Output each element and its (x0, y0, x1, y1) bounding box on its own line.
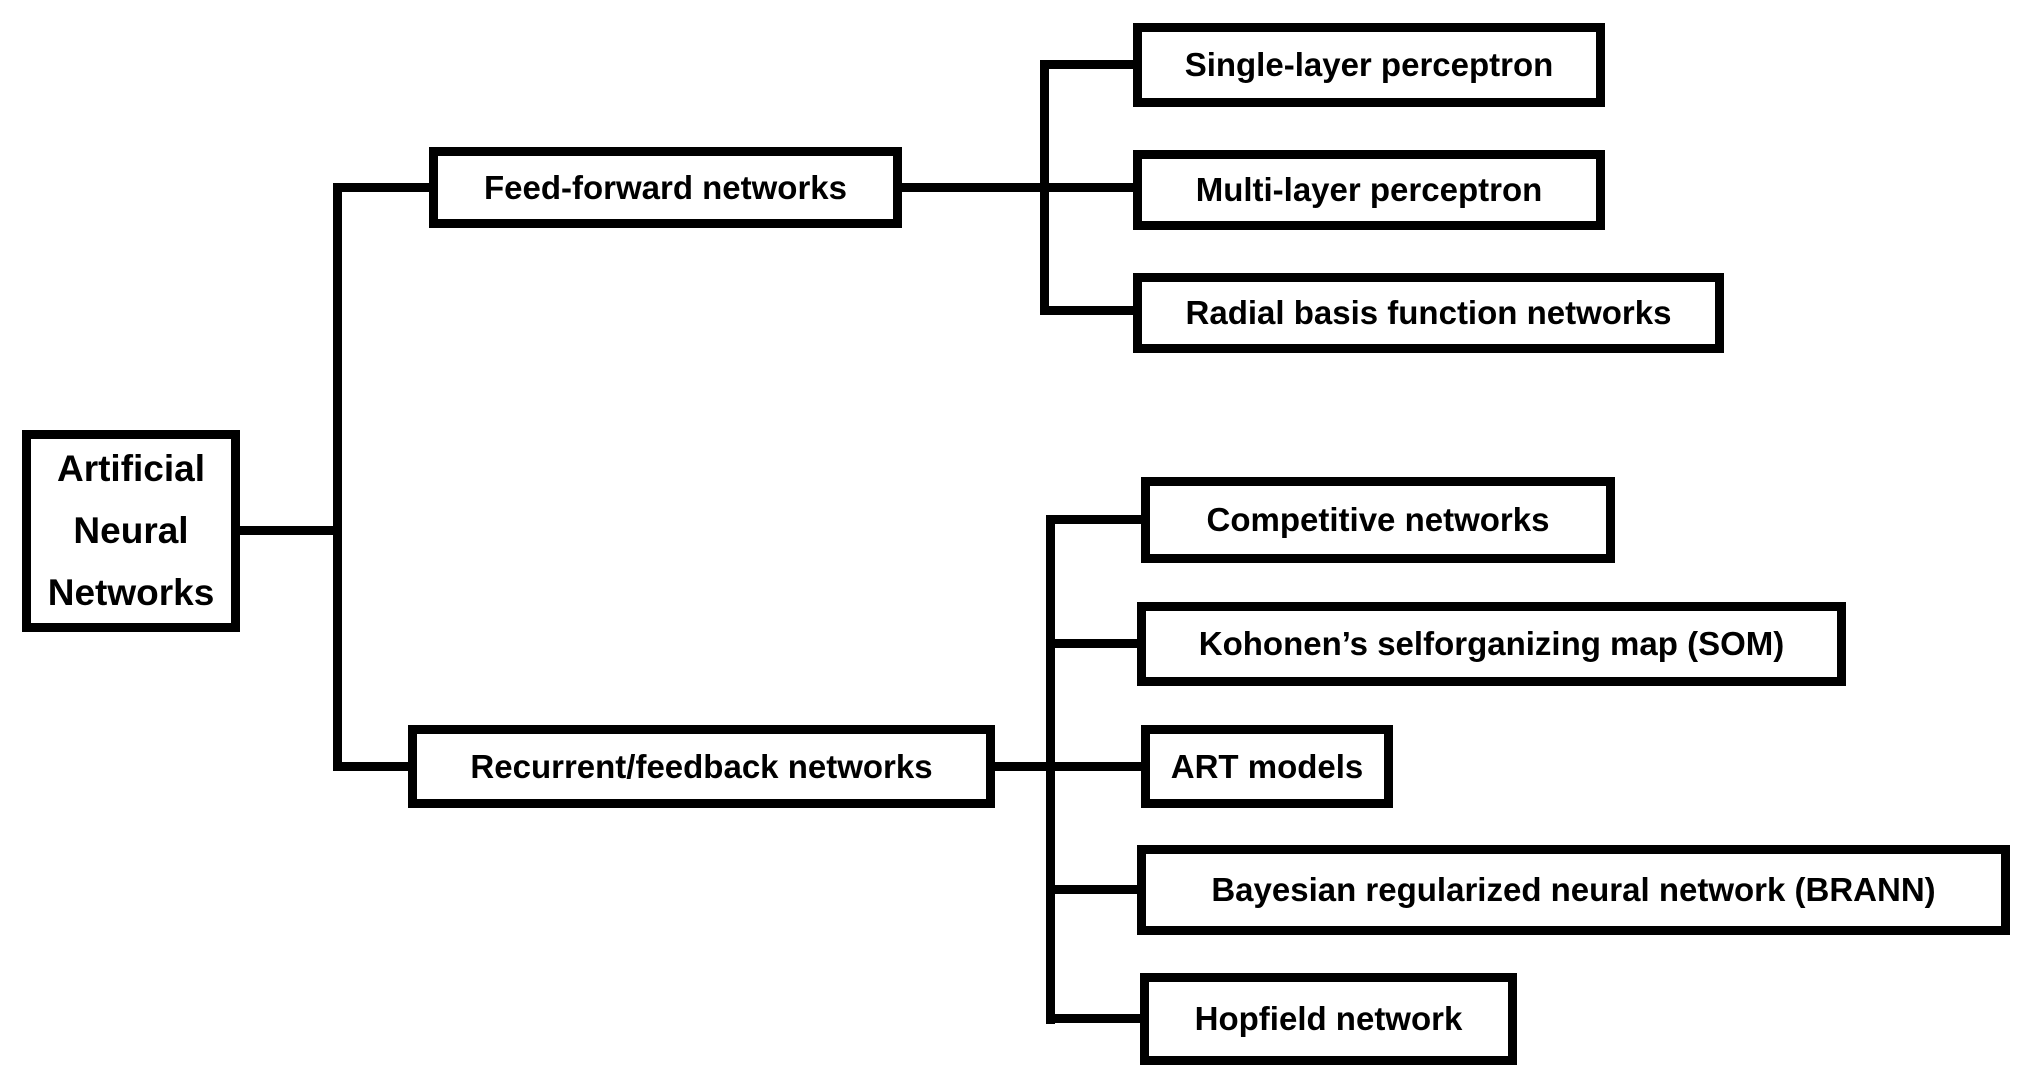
connector-feedforward-to-children (898, 183, 1137, 192)
connector-trunk-to-feedforward (333, 183, 433, 192)
connector-to-single-layer (1040, 60, 1137, 69)
node-competitive-networks: Competitive networks (1141, 477, 1615, 563)
node-single-layer-perceptron: Single-layer perceptron (1133, 23, 1605, 107)
node-hopfield-network: Hopfield network (1140, 973, 1517, 1065)
connector-to-hopfield (1046, 1014, 1144, 1023)
connector-recurrent-bus-vertical (1046, 515, 1055, 1024)
node-kohonen-selforganizing-map: Kohonen’s selforganizing map (SOM) (1137, 602, 1846, 686)
node-radial-basis-function-networks: Radial basis function networks (1133, 273, 1724, 353)
node-bayesian-regularized-neural-network: Bayesian regularized neural network (BRA… (1137, 845, 2010, 935)
connector-to-brann (1046, 885, 1141, 894)
connector-trunk-to-recurrent (333, 762, 412, 771)
connector-recurrent-to-children (991, 762, 1145, 771)
connector-to-kohonen-som (1046, 639, 1141, 648)
connector-feedforward-bus-vertical (1040, 60, 1049, 315)
connector-to-radial-basis (1040, 306, 1137, 315)
node-feed-forward-networks: Feed-forward networks (429, 147, 902, 228)
connector-root-to-trunk (236, 526, 342, 535)
node-artificial-neural-networks: Artificial Neural Networks (22, 430, 240, 632)
node-art-models: ART models (1141, 725, 1393, 808)
connector-trunk-vertical (333, 183, 342, 771)
node-multi-layer-perceptron: Multi-layer perceptron (1133, 150, 1605, 230)
connector-to-competitive (1046, 515, 1145, 524)
node-recurrent-feedback-networks: Recurrent/feedback networks (408, 725, 995, 808)
